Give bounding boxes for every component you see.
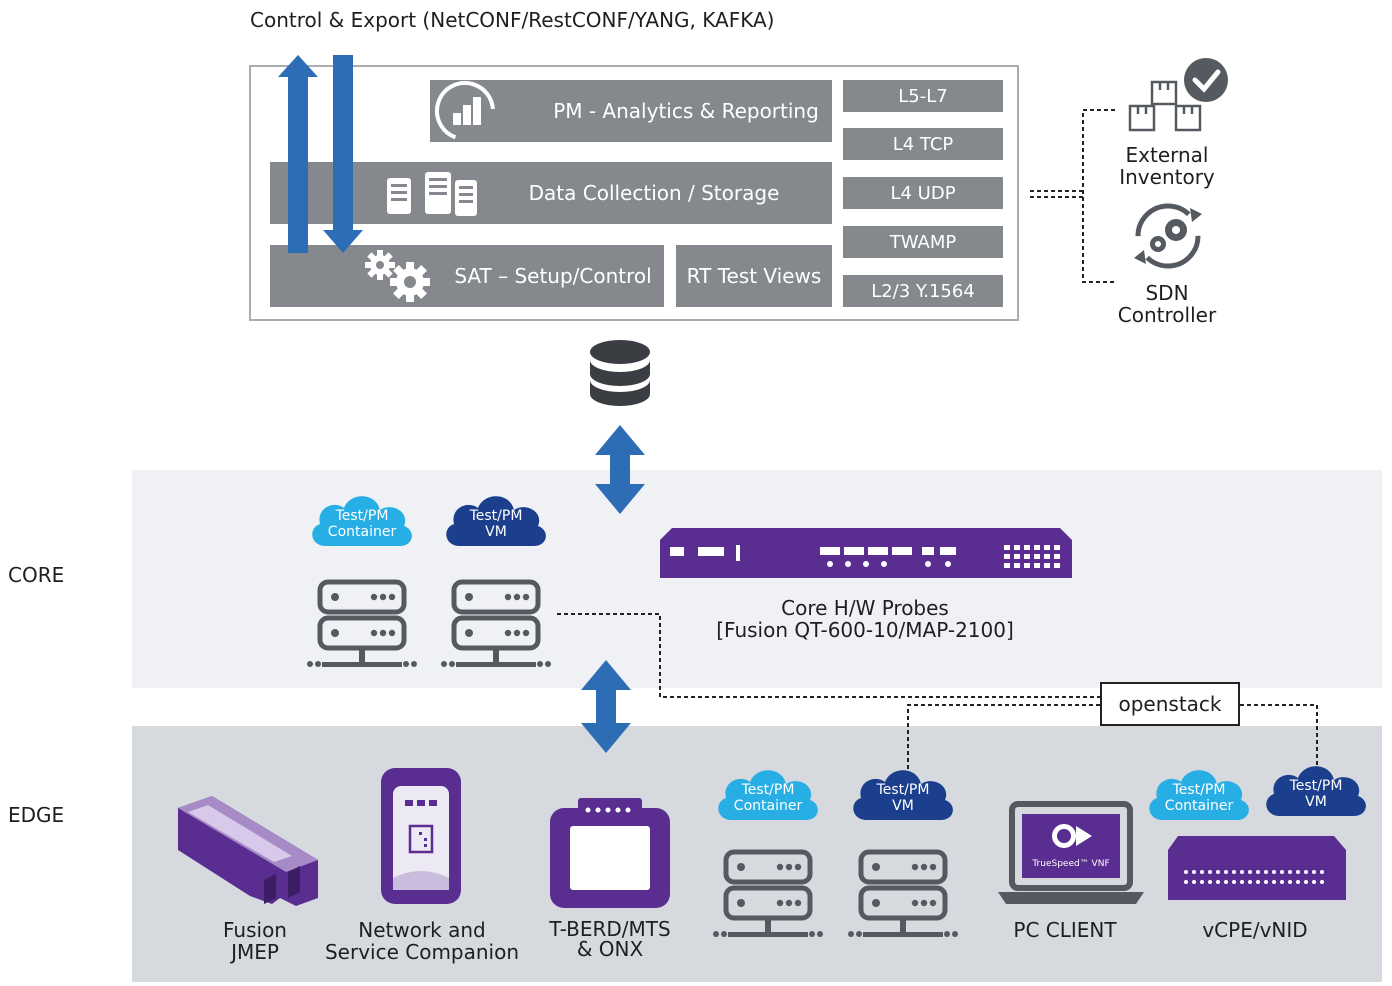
external-inventory-icon <box>1128 80 1202 132</box>
cloud-label: VM <box>892 798 914 814</box>
layer-label: L4 UDP <box>890 182 956 204</box>
cloud-label: VM <box>485 524 507 540</box>
data-collection-label: Data Collection / Storage <box>528 181 780 205</box>
cloud-label: VM <box>1305 794 1327 810</box>
checkmark-icon <box>1184 58 1228 102</box>
core-container-cloud-icon: Test/PM Container <box>312 496 412 546</box>
core-zone-label: CORE <box>8 563 65 587</box>
core-vm-cloud-icon: Test/PM VM <box>446 496 546 546</box>
export-arrow-up-icon <box>278 55 318 253</box>
core-probe-label: Core H/W Probes [Fusion QT-600-10/MAP-21… <box>716 596 1014 642</box>
layer-box-l4-tcp: L4 TCP <box>843 128 1003 160</box>
openstack-label: openstack <box>1118 692 1222 716</box>
cloud-label: Test/PM <box>741 782 795 798</box>
cloud-label: Test/PM <box>335 508 389 524</box>
truespeed-badge-label: TrueSpeed™ VNF <box>1031 859 1109 869</box>
cloud-label: Test/PM <box>876 782 930 798</box>
right-dashed-connectors <box>1030 109 1115 283</box>
control-arrow-down-icon <box>323 55 363 253</box>
openstack-box: openstack <box>1100 682 1240 726</box>
core-hw-probe-icon <box>660 528 1072 578</box>
layer-box-twamp: TWAMP <box>843 226 1003 258</box>
openstack-dashed-connectors <box>557 613 1318 770</box>
cloud-label: Container <box>328 524 397 540</box>
storage-core-arrow-icon <box>595 425 645 514</box>
tberd-mts-icon <box>550 798 670 908</box>
fusion-jmep-sfp-icon <box>178 796 318 906</box>
pm-analytics-label: PM - Analytics & Reporting <box>553 99 819 123</box>
layer-label: L2/3 Y.1564 <box>871 280 975 302</box>
layer-label: L5-L7 <box>898 85 948 107</box>
cloud-label: Container <box>1165 798 1234 814</box>
vcpe-label: vCPE/vNID <box>1202 918 1308 942</box>
data-collection-box: Data Collection / Storage <box>270 162 832 224</box>
database-icon <box>590 340 650 406</box>
vcpe-vm-cloud-icon: Test/PM VM <box>1266 766 1366 816</box>
network-companion-label: Network and Service Companion <box>324 918 520 964</box>
edge-container-server-icon <box>713 852 823 937</box>
external-inventory-label: External Inventory <box>1119 143 1215 189</box>
sdn-controller-icon <box>1134 203 1202 269</box>
fusion-jmep-label: Fusion JMEP <box>223 918 287 964</box>
core-container-server-icon <box>307 582 417 667</box>
rt-test-views-label: RT Test Views <box>686 264 822 288</box>
layer-label: L4 TCP <box>892 133 954 155</box>
layer-box-y1564: L2/3 Y.1564 <box>843 275 1003 307</box>
cloud-label: Test/PM <box>1289 778 1343 794</box>
control-export-caption: Control & Export (NetCONF/RestCONF/YANG,… <box>250 8 775 32</box>
edge-vm-server-icon <box>848 852 958 937</box>
edge-zone-label: EDGE <box>8 803 65 827</box>
core-edge-arrow-icon <box>581 660 631 753</box>
cloud-label: Test/PM <box>1172 782 1226 798</box>
vcpe-container-cloud-icon: Test/PM Container <box>1149 770 1249 820</box>
sat-setup-label: SAT – Setup/Control <box>454 264 652 288</box>
pc-client-label: PC CLIENT <box>1013 918 1117 942</box>
edge-vm-cloud-icon: Test/PM VM <box>853 770 953 820</box>
edge-container-cloud-icon: Test/PM Container <box>718 770 818 820</box>
storage-servers-icon <box>387 172 477 216</box>
gears-icon <box>365 250 430 302</box>
pm-analytics-box: PM - Analytics & Reporting <box>430 80 832 142</box>
pc-client-laptop-icon: TrueSpeed™ VNF <box>998 801 1144 904</box>
cloud-label: Test/PM <box>469 508 523 524</box>
vcpe-vnid-device-icon <box>1168 836 1346 900</box>
rt-test-views-box: RT Test Views <box>676 245 832 307</box>
layer-box-l4-udp: L4 UDP <box>843 177 1003 209</box>
sat-setup-box: SAT – Setup/Control <box>270 245 664 307</box>
layer-box-l5-l7: L5-L7 <box>843 80 1003 112</box>
tberd-label: T-BERD/MTS & ONX <box>549 917 671 961</box>
layer-label: TWAMP <box>889 231 957 253</box>
cloud-label: Container <box>734 798 803 814</box>
network-companion-icon <box>381 768 461 904</box>
sdn-controller-label: SDN Controller <box>1117 281 1217 327</box>
analytics-gauge-icon <box>435 81 495 141</box>
core-vm-server-icon <box>441 582 551 667</box>
